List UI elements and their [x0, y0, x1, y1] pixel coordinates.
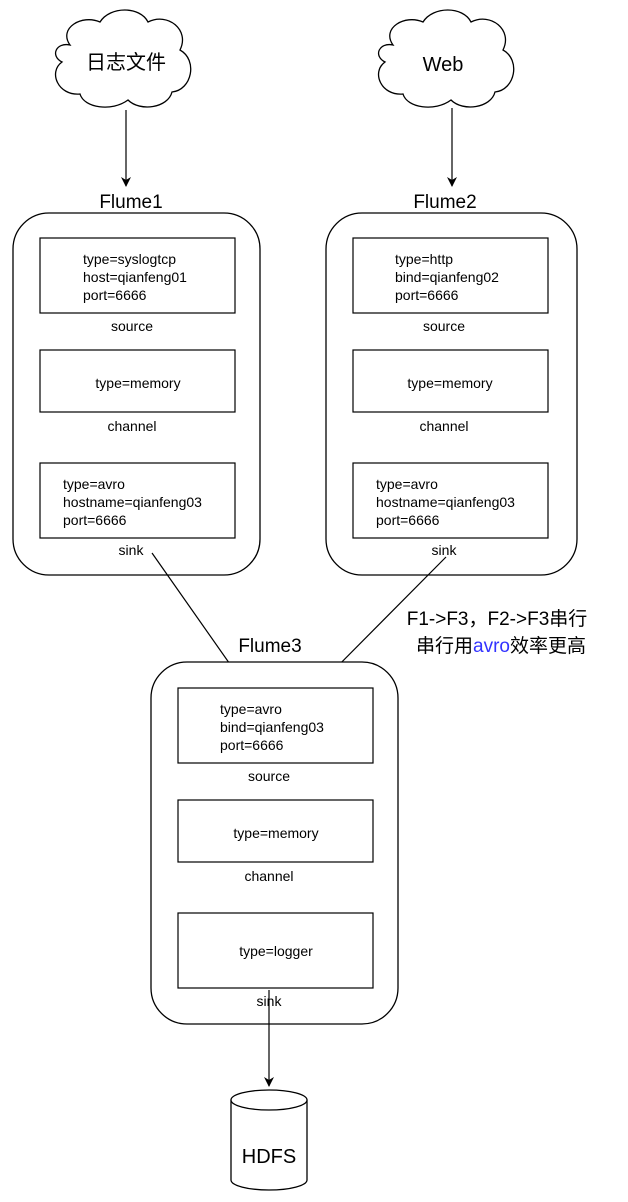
flume1-sink-box [39, 462, 236, 539]
serial-note: F1->F3，F2->F3串行 串行用avro效率更高 [407, 608, 588, 657]
note-line1: F1->F3，F2->F3串行 [407, 608, 588, 630]
flume3-source-label: source [248, 768, 290, 784]
flume2-sink-port: port=6666 [376, 512, 440, 528]
flume3-title: Flume3 [238, 636, 301, 657]
web-label: Web [423, 54, 464, 76]
flume1-sink-type: type=avro [63, 476, 125, 492]
flume2-source-box [352, 237, 549, 314]
flume2-sink-type: type=avro [376, 476, 438, 492]
flume2-source-type: type=http [395, 251, 453, 267]
flume3-channel-label: channel [244, 868, 293, 884]
flume3-source-type: type=avro [220, 701, 282, 717]
flume2-channel-label: channel [419, 418, 468, 434]
web-cloud: Web [377, 9, 515, 108]
flume1-sink-label: sink [119, 542, 145, 558]
flume1-source-type: type=syslogtcp [83, 251, 176, 267]
flume1-source-port: port=6666 [83, 287, 147, 303]
flume3-source-port: port=6666 [220, 737, 284, 753]
log-file-label: 日志文件 [86, 51, 166, 74]
log-file-cloud: 日志文件 [54, 9, 192, 108]
flume1-sink-hostname: hostname=qianfeng03 [63, 494, 202, 510]
flume2-source-port: port=6666 [395, 287, 459, 303]
flume1-agent: Flume1 type=syslogtcp host=qianfeng01 po… [12, 192, 261, 576]
flume1-channel-label: channel [107, 418, 156, 434]
flume2-source-label: source [423, 318, 465, 334]
note-avro-highlight: avro [473, 636, 510, 657]
flume3-sink-type: type=logger [239, 943, 313, 959]
flume3-source-bind: bind=qianfeng03 [220, 719, 324, 735]
flume1-source-label: source [111, 318, 153, 334]
flume1-source-host: host=qianfeng01 [83, 269, 187, 285]
flume2-channel-box [352, 349, 549, 413]
flume2-sink-hostname: hostname=qianfeng03 [376, 494, 515, 510]
flume1-channel-box [39, 349, 236, 413]
hdfs-label: HDFS [242, 1146, 296, 1168]
flume1-title: Flume1 [99, 192, 162, 213]
flume2-source-bind: bind=qianfeng02 [395, 269, 499, 285]
flume3-channel-type: type=memory [233, 825, 318, 841]
hdfs-database: HDFS [230, 1089, 308, 1191]
note-line2: 串行用avro效率更高 [416, 635, 586, 657]
flume1-source-box [39, 237, 236, 314]
flume2-channel-type: type=memory [407, 375, 492, 391]
flume3-source-box [177, 687, 374, 764]
flume1-sink-port: port=6666 [63, 512, 127, 528]
flume2-sink-label: sink [432, 542, 458, 558]
flume1-channel-type: type=memory [95, 375, 180, 391]
flume3-agent: Flume3 type=avro bind=qianfeng03 port=66… [150, 636, 399, 1025]
flume3-channel-box [177, 799, 374, 863]
flume2-agent: Flume2 type=http bind=qianfeng02 port=66… [325, 192, 578, 576]
flume3-sink-box [177, 912, 374, 989]
flume2-title: Flume2 [413, 192, 476, 213]
flume2-sink-box [352, 462, 549, 539]
